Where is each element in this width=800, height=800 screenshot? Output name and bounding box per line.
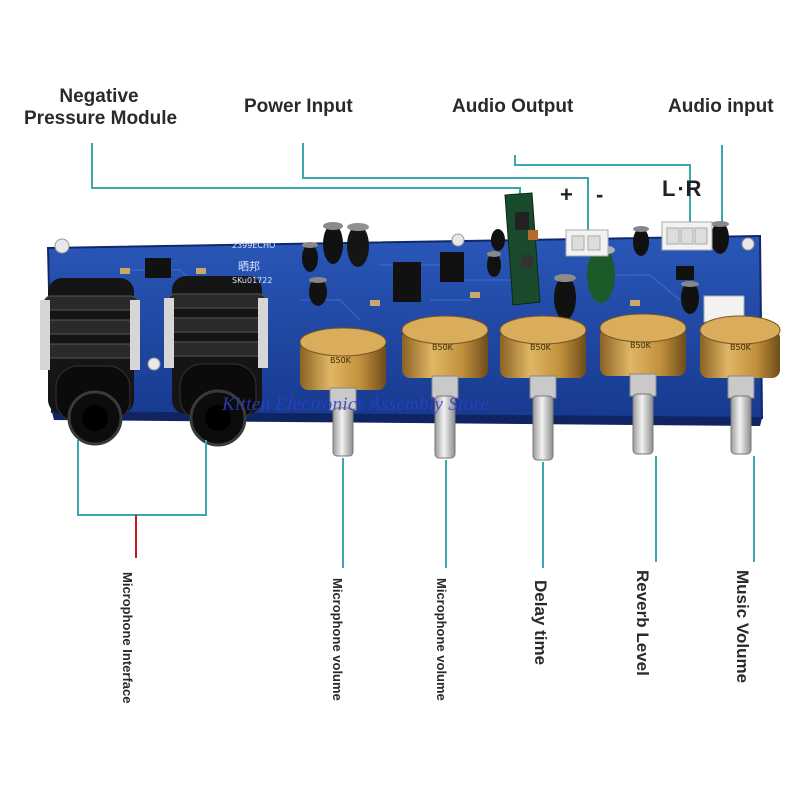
pot-1-value: B50K [330, 356, 351, 365]
label-negative-pressure-line1: Negative [59, 86, 139, 107]
leader-power-input [302, 143, 589, 232]
board-sku-silkscreen: SKu01722 [232, 276, 273, 285]
leader-mic-interface [77, 440, 207, 516]
pin-minus: - [596, 182, 604, 207]
leader-negative-pressure [91, 143, 521, 200]
store-watermark: Kitten Electronics Assembly Store [222, 394, 490, 415]
ic-chips [120, 252, 694, 306]
pot-4-value: B50K [630, 341, 651, 350]
pot-4 [599, 313, 687, 455]
bottom-leader-lines [77, 440, 755, 568]
negative-pressure-module [504, 192, 541, 306]
label-microphone-interface: Microphone Interface [120, 572, 135, 704]
capacitors [302, 221, 729, 320]
pot-5-value: B50K [730, 343, 751, 352]
leader-audio-output [514, 155, 691, 222]
board-model-silkscreen: 2399ECHO [232, 241, 276, 250]
label-delay-time: Delay time [531, 580, 550, 666]
mic-jack-right [164, 276, 268, 447]
mic-jack-left [40, 278, 140, 446]
pot-5 [699, 315, 781, 455]
pot-2 [401, 315, 489, 459]
pot-3-value: B50K [530, 343, 551, 352]
pot-3 [499, 315, 587, 461]
label-microphone-volume-2: Microphone volume [434, 578, 449, 701]
label-audio-input: Audio input [668, 96, 774, 117]
pot-1 [299, 327, 387, 457]
label-microphone-volume-1: Microphone volume [330, 578, 345, 701]
label-negative-pressure: Negative Pressure Module [24, 86, 178, 130]
board-brand-silkscreen: 晒邦 [238, 260, 260, 273]
pin-lr: L∙R [662, 176, 704, 201]
pot-2-value: B50K [432, 343, 453, 352]
label-reverb-level: Reverb Level [633, 570, 652, 676]
label-negative-pressure-line2: Pressure Module [24, 108, 178, 129]
label-power-input: Power Input [244, 96, 353, 117]
microphone-jacks [40, 276, 268, 447]
label-audio-output: Audio Output [452, 96, 574, 117]
label-music-volume: Music Volume [733, 570, 752, 684]
connectors [565, 221, 745, 323]
pin-plus: + [560, 182, 573, 207]
potentiometers [299, 313, 781, 461]
